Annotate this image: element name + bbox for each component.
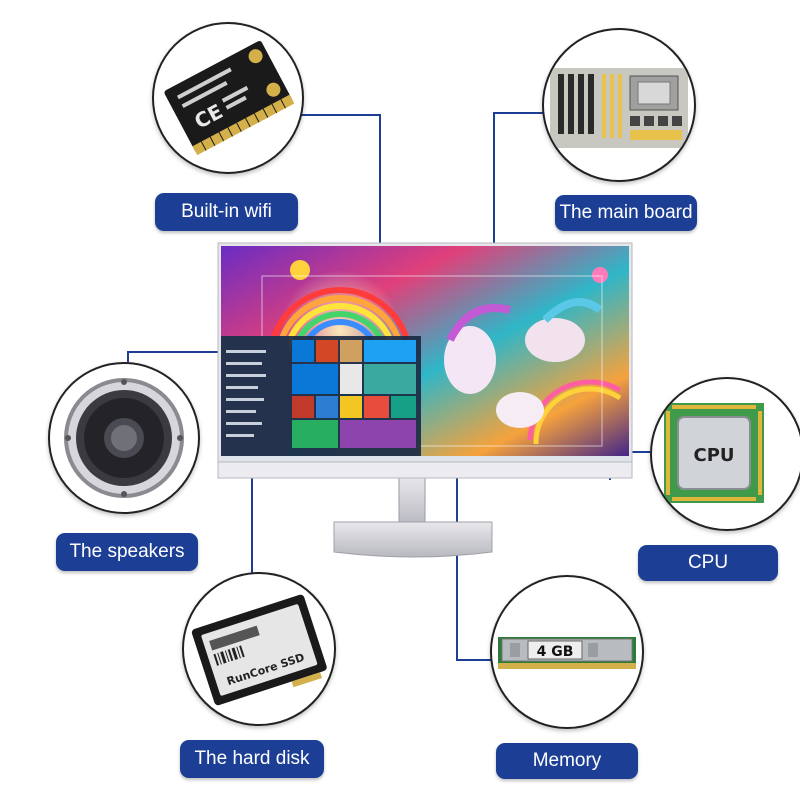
speakers-connector (127, 351, 235, 362)
mainboard-connector (493, 112, 545, 243)
ram-icon: 4 GB (498, 637, 636, 669)
mainboard-circle (542, 28, 696, 182)
harddisk-label: The hard disk (180, 740, 324, 778)
wifi-label: Built-in wifi (155, 193, 298, 231)
wifi-connector (300, 114, 381, 243)
mainboard-icon (550, 68, 688, 148)
start-menu (221, 336, 421, 456)
memory-circle: 4 GB (490, 575, 644, 729)
taskbar (221, 456, 629, 464)
monitor-base (333, 521, 493, 558)
speakers-label: The speakers (56, 533, 198, 571)
mainboard-label: The main board (555, 195, 697, 231)
wifi-card-circle: CE (152, 22, 304, 174)
monitor-chin (217, 461, 633, 479)
speaker-icon (64, 378, 184, 498)
memory-label: Memory (496, 743, 638, 779)
speaker-circle (48, 362, 200, 514)
cpu-label: CPU (638, 545, 778, 581)
harddisk-circle: RunCore SSD (182, 572, 336, 726)
cpu-icon: CPU (664, 403, 764, 503)
cpu-circle: CPU (650, 377, 800, 531)
monitor-neck (398, 475, 426, 527)
cpu-chip-text: CPU (693, 445, 734, 466)
ram-chip-text: 4 GB (537, 644, 574, 660)
ssd-icon: RunCore SSD (191, 594, 327, 706)
wifi-card-icon: CE (164, 40, 295, 156)
monitor-screen (221, 246, 629, 464)
